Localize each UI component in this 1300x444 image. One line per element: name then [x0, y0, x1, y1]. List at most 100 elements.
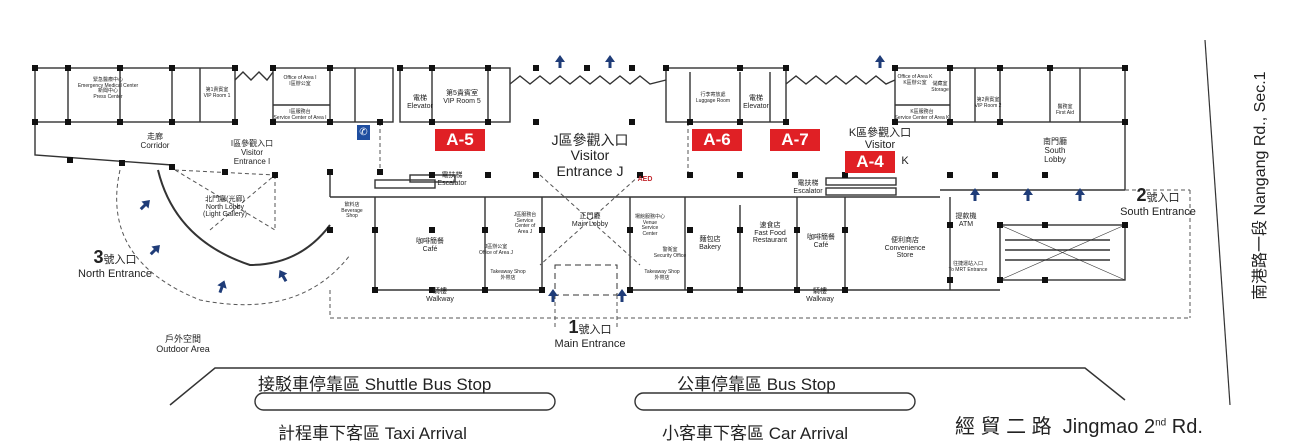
arrow-up-icon — [970, 188, 980, 201]
column — [377, 119, 383, 125]
column — [429, 65, 435, 71]
column — [947, 172, 953, 178]
dashed-boundaries — [116, 122, 1191, 330]
arrow-up-icon — [1075, 188, 1085, 201]
column — [997, 119, 1003, 125]
booth-a6[interactable]: A-6 — [692, 129, 742, 151]
arrow-up-icon — [278, 269, 288, 282]
column — [892, 65, 898, 71]
column — [842, 287, 848, 293]
column — [947, 65, 953, 71]
column — [687, 227, 693, 233]
column — [272, 172, 278, 178]
column — [783, 119, 789, 125]
telephone-icon: ✆ — [357, 125, 370, 140]
column — [485, 65, 491, 71]
column — [1042, 277, 1048, 283]
column — [65, 65, 71, 71]
column — [842, 227, 848, 233]
column — [783, 65, 789, 71]
arrow-up-icon — [548, 289, 558, 302]
column — [687, 172, 693, 178]
column — [627, 227, 633, 233]
column — [119, 160, 125, 166]
booth-a4[interactable]: A-4 — [845, 151, 895, 173]
jingmao-road-label: 經 貿 二 路 Jingmao 2nd Rd. — [955, 416, 1203, 438]
column — [397, 65, 403, 71]
column — [629, 119, 635, 125]
column — [947, 119, 953, 125]
column — [169, 65, 175, 71]
shuttle-bus-stop-label: 接駁車停靠區 Shuttle Bus Stop — [258, 375, 492, 394]
column — [482, 287, 488, 293]
column — [429, 119, 435, 125]
arrow-up-icon — [555, 55, 565, 68]
column — [737, 227, 743, 233]
column — [429, 287, 435, 293]
column — [997, 222, 1003, 228]
column — [327, 119, 333, 125]
arrow-up-icon — [875, 55, 885, 68]
column — [992, 172, 998, 178]
column — [232, 119, 238, 125]
column — [32, 119, 38, 125]
arrow-up-icon — [149, 245, 160, 256]
column — [737, 65, 743, 71]
column — [270, 119, 276, 125]
column — [842, 172, 848, 178]
column — [1122, 65, 1128, 71]
booth-a5[interactable]: A-5 — [435, 129, 485, 151]
bus-stop-label: 公車停靠區 Bus Stop — [677, 375, 836, 394]
column — [539, 227, 545, 233]
column — [584, 65, 590, 71]
column — [377, 169, 383, 175]
car-arrival-label: 小客車下客區 Car Arrival — [662, 424, 849, 443]
visitor-k-suffix: K — [901, 155, 909, 167]
column — [947, 222, 953, 228]
column — [327, 227, 333, 233]
column — [169, 119, 175, 125]
column — [997, 277, 1003, 283]
column — [117, 65, 123, 71]
arrow-up-icon — [605, 55, 615, 68]
booth-a7[interactable]: A-7 — [770, 129, 820, 151]
column — [687, 119, 693, 125]
column — [222, 169, 228, 175]
column — [737, 172, 743, 178]
column — [270, 65, 276, 71]
column — [117, 119, 123, 125]
column — [65, 119, 71, 125]
column — [429, 227, 435, 233]
column — [533, 172, 539, 178]
